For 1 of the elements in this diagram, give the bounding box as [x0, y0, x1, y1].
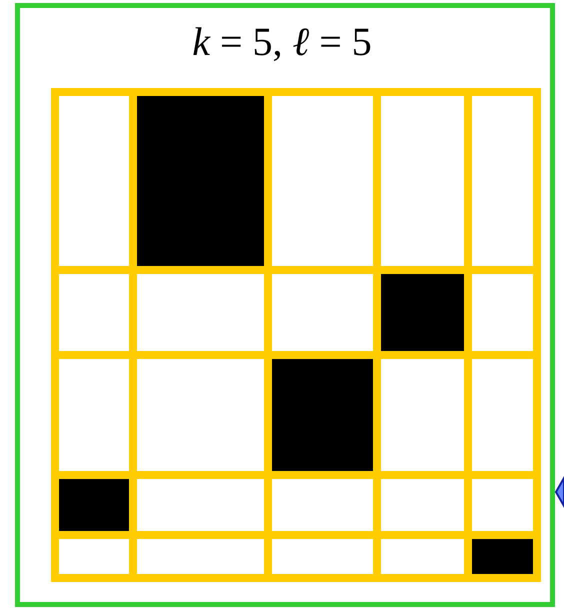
parameter-heading: k = 5, ℓ = 5	[192, 19, 372, 64]
